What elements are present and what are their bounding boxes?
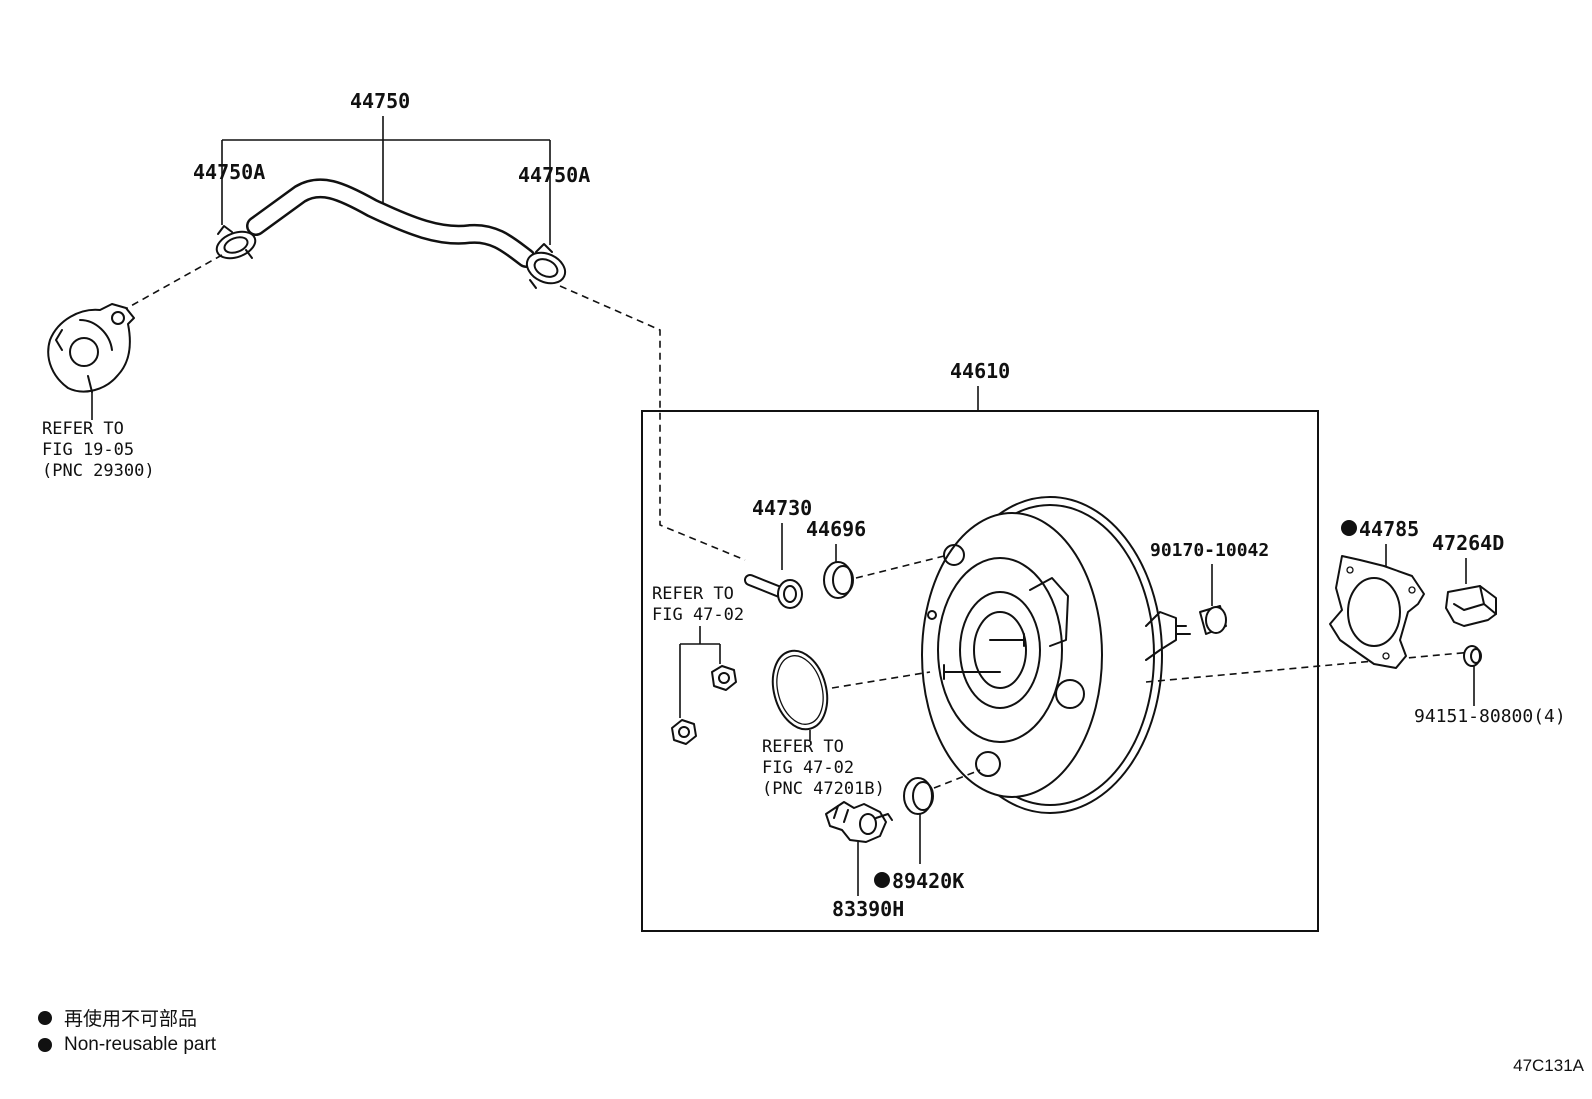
sensor-hole-plug[interactable] [903, 777, 934, 815]
ref-text-line1: REFER TO [42, 419, 124, 439]
vacuum-hose[interactable] [248, 180, 534, 266]
booster-assembly: 44610 44730 [641, 359, 1473, 932]
master-cylinder-nut-1[interactable] [711, 665, 737, 691]
non-reusable-dot-icon [38, 1010, 52, 1025]
check-valve[interactable] [744, 574, 803, 609]
part-number-44696[interactable]: 44696 [806, 517, 866, 541]
part-number-94151-80800[interactable]: 94151-80800(4) [1414, 706, 1566, 727]
part-number-44610[interactable]: 44610 [950, 359, 1010, 383]
non-reusable-mark-44785 [1341, 520, 1357, 536]
assembly-boundary-box [641, 410, 1319, 932]
ref-text-line2: FIG 47-02 [762, 758, 854, 778]
o-ring[interactable] [765, 645, 836, 736]
ref-vacuum-pump: REFER TO FIG 19-05 (PNC 29300) [42, 419, 155, 481]
legend-row-ja: 再使用不可部品 [38, 1004, 216, 1031]
dashed-line-o-ring [831, 671, 931, 689]
leader-nuts [679, 626, 721, 718]
leader-44750 [221, 116, 551, 245]
vacuum-hose-group: 44750 44750A 44750A [119, 89, 746, 561]
ref-text-line1: REFER TO [652, 584, 734, 604]
part-number-44785[interactable]: 44785 [1359, 517, 1419, 541]
ref-master-nuts: REFER TO FIG 47-02 [652, 584, 744, 625]
dashed-line-grommet [855, 555, 945, 579]
dashed-line-booster-mount [1145, 651, 1473, 683]
legend-row-en: Non-reusable part [38, 1031, 216, 1058]
non-reusable-dot-icon [38, 1037, 52, 1052]
brake-booster[interactable] [921, 496, 1191, 814]
booster-gasket[interactable] [1329, 555, 1425, 669]
legend: 再使用不可部品 Non-reusable part [38, 1004, 216, 1058]
part-number-44750a-right[interactable]: 44750A [518, 163, 590, 187]
ref-text-line3: (PNC 29300) [42, 461, 155, 481]
hose-clip-right[interactable] [522, 243, 570, 289]
ref-text-line3: (PNC 47201B) [762, 779, 885, 799]
grommet[interactable] [823, 561, 854, 599]
part-number-47264d[interactable]: 47264D [1432, 531, 1504, 555]
clevis-yoke[interactable] [1199, 605, 1227, 635]
ref-text-line2: FIG 47-02 [652, 605, 744, 625]
part-number-44750[interactable]: 44750 [350, 89, 410, 113]
flange-nut[interactable] [1463, 645, 1482, 667]
part-number-44730[interactable]: 44730 [752, 496, 812, 520]
dashed-line-pump [119, 254, 223, 313]
part-number-44750a-left[interactable]: 44750A [193, 160, 265, 184]
non-reusable-mark-89420k [874, 872, 890, 888]
ref-o-ring: REFER TO FIG 47-02 (PNC 47201B) [762, 737, 885, 799]
legend-label-en: Non-reusable part [64, 1033, 217, 1055]
ref-text-line1: REFER TO [762, 737, 844, 757]
part-number-90170-10042[interactable]: 90170-10042 [1150, 540, 1269, 561]
illustration-code: 47C131A [1513, 1056, 1584, 1075]
right-side-parts: 44785 47264D 94151-80800(4) [1329, 517, 1566, 727]
dashed-line-booster [559, 285, 746, 561]
ref-text-line2: FIG 19-05 [42, 440, 134, 460]
vacuum-sensor[interactable] [825, 801, 893, 843]
dashed-line-plug [933, 769, 981, 789]
part-number-83390h[interactable]: 83390H [832, 897, 904, 921]
vacuum-pump[interactable] [47, 303, 135, 420]
part-number-89420k[interactable]: 89420K [892, 869, 964, 893]
hose-clip-left[interactable] [213, 225, 259, 263]
master-cylinder-nut-2[interactable] [671, 719, 697, 745]
legend-label-ja: 再使用不可部品 [64, 1009, 198, 1030]
bracket[interactable] [1445, 585, 1497, 627]
